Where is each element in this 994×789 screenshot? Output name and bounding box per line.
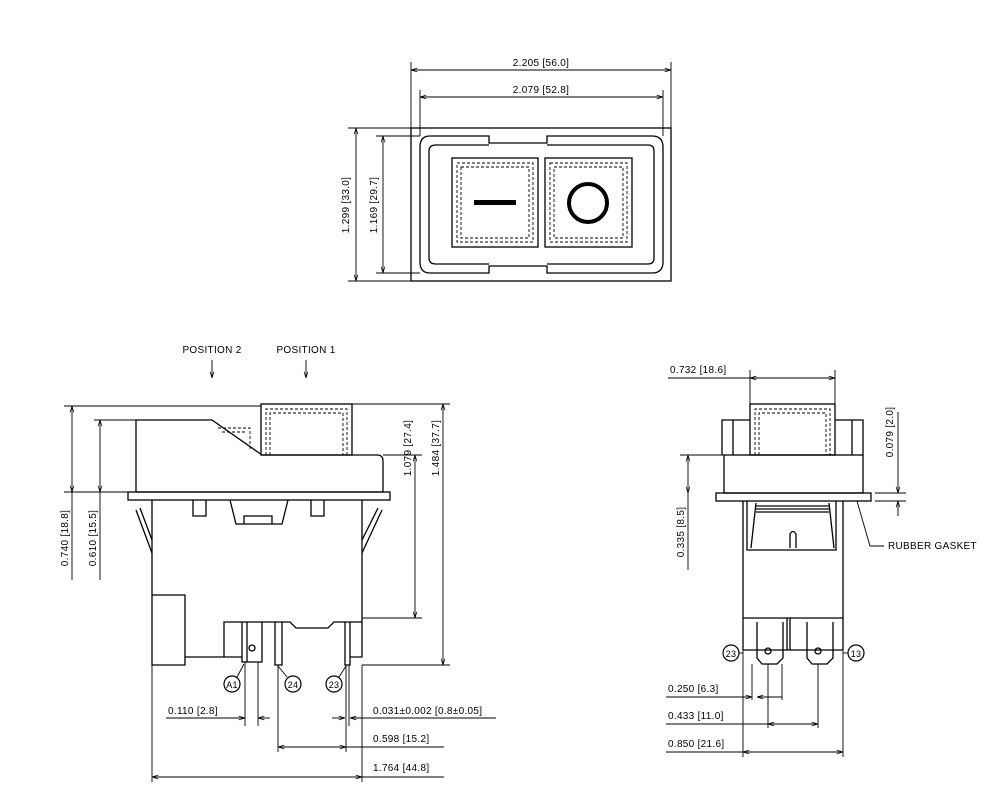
rocker-housing — [135, 419, 384, 493]
bezel-inner — [428, 144, 655, 265]
side-terminal-13-label: 13 — [851, 649, 862, 659]
outer-frame — [410, 127, 672, 282]
rubber-gasket-label: RUBBER GASKET — [888, 541, 977, 552]
housing — [723, 454, 864, 494]
front-view: POSITION 2 POSITION 1 A1 24 23 — [60, 345, 496, 782]
position-2-label: POSITION 2 — [182, 345, 241, 356]
position-1-label: POSITION 1 — [276, 345, 335, 356]
dim-0335: 0.335 [8.5] — [676, 507, 687, 558]
dim-0079: 0.079 [2.0] — [885, 407, 896, 458]
terminal-23-label: 23 — [329, 680, 340, 690]
side-terminal-23 — [756, 622, 784, 665]
body — [151, 500, 242, 666]
side-terminal-23-label: 23 — [726, 649, 737, 659]
rocker-raised — [260, 403, 353, 456]
flange — [127, 491, 391, 501]
dim-0598: 0.598 [15.2] — [373, 734, 429, 745]
dim-overall-height: 1.299 [33.0] — [341, 177, 352, 233]
off-button — [544, 157, 633, 248]
on-button — [451, 157, 539, 248]
top-view: 2.205 [56.0] 2.079 [52.8] 1.299 [33.0] 1… — [341, 58, 672, 282]
dim-0850: 0.850 [21.6] — [668, 739, 724, 750]
bezel — [419, 135, 664, 274]
on-bar-symbol — [474, 200, 516, 205]
side-view: 0.732 [18.6] 23 13 RUBBER GASKET 0.079 [… — [666, 365, 977, 757]
off-circle-symbol — [567, 182, 609, 224]
dim-0110: 0.110 [2.8] — [168, 706, 218, 717]
terminal-a1-label: A1 — [226, 680, 238, 690]
terminal-24-label: 24 — [288, 680, 299, 690]
dim-1764: 1.764 [44.8] — [373, 763, 429, 774]
rubber-gasket — [715, 492, 872, 502]
dim-0732: 0.732 [18.6] — [670, 365, 726, 376]
dim-bezel-width: 2.079 [52.8] — [513, 85, 569, 96]
dim-0433: 0.433 [11.0] — [668, 711, 724, 722]
terminal-a1 — [241, 622, 263, 663]
dim-bezel-height: 1.169 [29.7] — [369, 177, 380, 233]
terminal-23 — [344, 622, 351, 666]
terminal-24 — [274, 622, 283, 666]
rocker-cap — [749, 403, 836, 456]
dim-1079: 1.079 [27.4] — [403, 420, 414, 476]
dim-overall-width: 2.205 [56.0] — [513, 58, 569, 69]
dim-0031: 0.031±0.002 [0.8±0.05] — [373, 706, 482, 717]
dim-0740: 0.740 [18.8] — [60, 510, 71, 566]
dim-0610: 0.610 [15.5] — [88, 510, 99, 566]
side-terminal-13 — [806, 622, 834, 665]
dim-1484: 1.484 [37.7] — [431, 420, 442, 476]
dim-0250: 0.250 [6.3] — [668, 684, 719, 695]
